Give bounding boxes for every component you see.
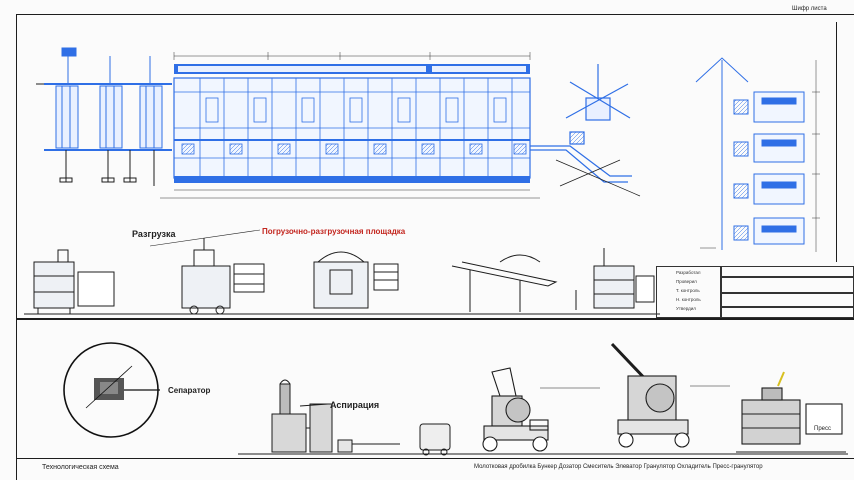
- side-outlet-chute: [530, 64, 632, 183]
- title-block-row-line: [720, 292, 854, 294]
- mid-machine-2: [181, 238, 265, 315]
- press-label: Пресс: [814, 426, 831, 432]
- main-conveyor-block: [173, 64, 531, 183]
- mobile-machine-1: [482, 367, 600, 452]
- detail-circle: [63, 342, 160, 438]
- frame-top: [16, 14, 854, 15]
- unloading-label: Разгрузка: [132, 229, 176, 239]
- frame-left: [16, 14, 17, 480]
- mid-machine-3: [313, 251, 399, 309]
- mid-conveyor-ramp: [451, 254, 577, 312]
- main-conveyor-modules: [181, 78, 527, 176]
- mid-machine-4: [593, 248, 655, 309]
- title-block-row: Т. контроль: [676, 288, 700, 293]
- mobile-machine-2: [610, 342, 730, 448]
- aspiration-label: Аспирация: [330, 400, 380, 410]
- elevation-dimensions: [700, 60, 820, 252]
- left-rack-structure: [44, 47, 172, 151]
- title-block-row: Разработал: [676, 270, 701, 275]
- loading-area-label: Погрузочно-разгрузочная площадка: [262, 227, 406, 236]
- title-block-row-line: [720, 276, 854, 278]
- side-outlet-supports: [555, 159, 641, 197]
- frame-right-inner: [836, 22, 837, 262]
- title-block-row: Утвердил: [676, 306, 696, 311]
- mid-ground-line: [24, 229, 660, 315]
- title-block-row: Н. контроль: [676, 297, 701, 302]
- separator-label: Сепаратор: [168, 386, 211, 395]
- press-unit: [736, 371, 846, 453]
- title-block-row-line: [720, 306, 854, 308]
- bottom-right-caption: Молотковая дробилка Бункер Дозатор Смеси…: [474, 464, 763, 470]
- frame-section-divider: [16, 318, 854, 320]
- sheet-code-label: Шифр листа: [792, 6, 827, 12]
- left-rack-legs: [36, 83, 155, 186]
- title-block-row: Проверил: [676, 279, 697, 284]
- frame-bottom-caption-line: [16, 458, 854, 459]
- bottom-left-caption: Технологическая схема: [42, 464, 119, 471]
- elevation-section: [695, 57, 805, 250]
- main-dimension-lines: [160, 52, 540, 199]
- mid-machine-1: [33, 249, 115, 314]
- aspiration-unit: [271, 379, 451, 456]
